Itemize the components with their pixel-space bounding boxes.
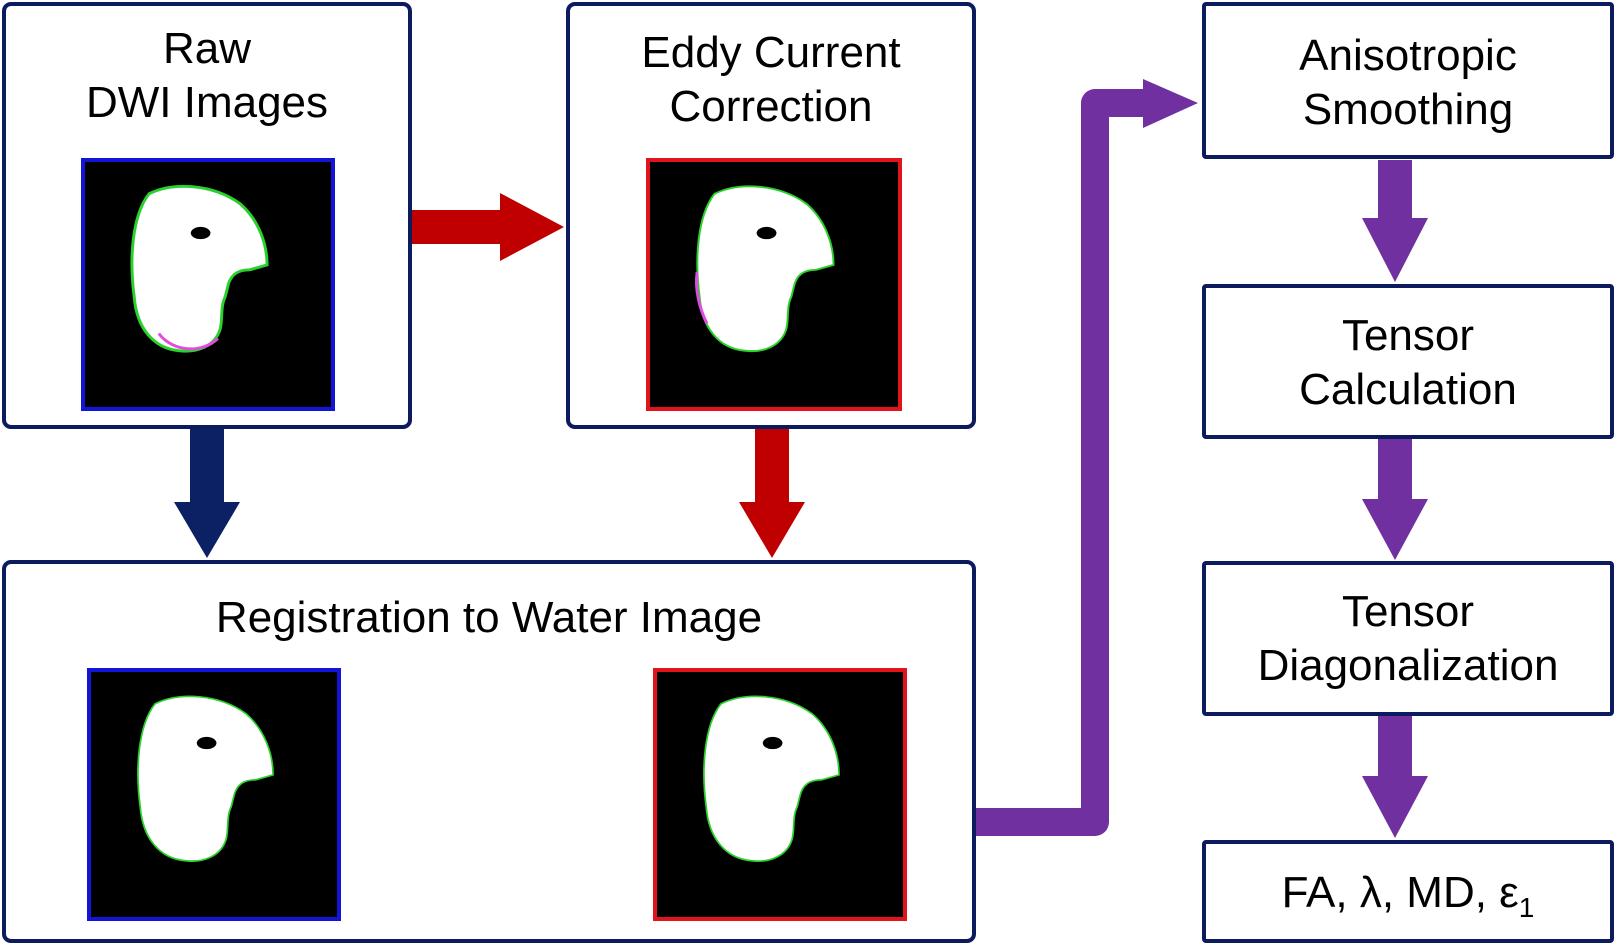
arrow-registration-to-smoothing-head	[1143, 79, 1198, 128]
registration-title: Registration to Water Image	[6, 591, 972, 645]
tensor-diagonalization-title: Tensor Diagonalization	[1206, 585, 1610, 693]
raw-dwi-box: Raw DWI Images	[2, 2, 412, 429]
arrow-smoothing-to-tensor-calc	[1362, 160, 1428, 282]
outputs-box: FA, λ, MD, ε1	[1202, 840, 1614, 943]
eddy-current-box: Eddy Current Correction	[566, 2, 976, 429]
tensor-diagonalization-line1: Tensor	[1341, 587, 1475, 636]
outputs-text-wrap: FA, λ, MD, ε1	[1206, 866, 1610, 935]
registration-image-blue	[87, 668, 341, 921]
outputs-text: FA, λ, MD, ε	[1281, 868, 1519, 917]
tensor-calculation-line1: Tensor	[1341, 311, 1475, 360]
raw-dwi-title-line1: Raw	[162, 24, 252, 73]
anisotropic-smoothing-line1: Anisotropic	[1299, 31, 1517, 80]
eddy-current-title-line2: Correction	[669, 82, 873, 131]
arrow-raw-to-eddy	[408, 193, 564, 261]
eddy-current-image	[646, 158, 902, 411]
arrow-raw-to-registration	[174, 428, 240, 558]
tensor-diagonalization-line2: Diagonalization	[1257, 641, 1559, 690]
outputs-subscript: 1	[1518, 892, 1535, 923]
arrow-diag-to-outputs	[1362, 714, 1428, 838]
eddy-current-title-line1: Eddy Current	[641, 28, 901, 77]
outputs-title: FA, λ, MD, ε1	[1206, 866, 1610, 935]
eddy-current-title: Eddy Current Correction	[570, 26, 972, 134]
registration-image-red	[653, 668, 907, 921]
tensor-calculation-box: Tensor Calculation	[1202, 284, 1614, 439]
anisotropic-smoothing-title: Anisotropic Smoothing	[1206, 29, 1610, 137]
registration-title-text: Registration to Water Image	[215, 593, 763, 642]
anisotropic-smoothing-box: Anisotropic Smoothing	[1202, 2, 1614, 159]
raw-dwi-image	[81, 158, 335, 411]
registration-box: Registration to Water Image	[2, 560, 976, 943]
arrow-registration-to-smoothing	[970, 89, 1145, 836]
tensor-diagonalization-box: Tensor Diagonalization	[1202, 561, 1614, 716]
arrow-eddy-to-registration	[739, 428, 805, 558]
arrow-tensor-calc-to-diag	[1362, 438, 1428, 560]
tensor-calculation-line2: Calculation	[1299, 365, 1517, 414]
tensor-calculation-title: Tensor Calculation	[1206, 309, 1610, 417]
raw-dwi-title: Raw DWI Images	[6, 22, 408, 130]
raw-dwi-title-line2: DWI Images	[85, 78, 329, 127]
anisotropic-smoothing-line2: Smoothing	[1302, 85, 1514, 134]
